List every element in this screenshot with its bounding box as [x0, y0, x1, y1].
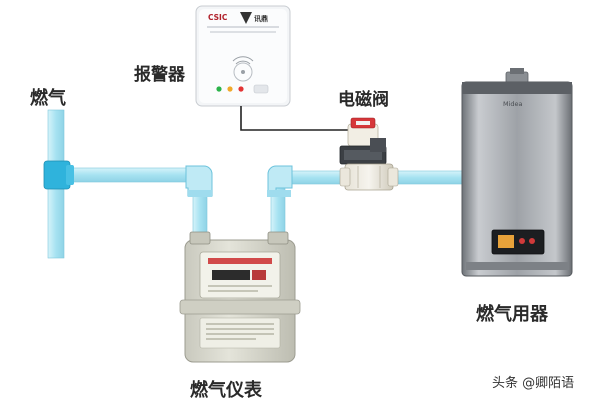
alarm-led-red	[238, 86, 244, 92]
gas-alarm: CSIC 讯鼎	[195, 5, 291, 107]
gas-appliance-heater: Midea	[461, 68, 573, 277]
label-alarm: 报警器	[134, 65, 185, 85]
pipe-network	[47, 109, 467, 259]
label-gas-meter: 燃气仪表	[190, 380, 262, 401]
alarm-sensor-icon	[232, 56, 254, 82]
pipe-to-appliance	[393, 170, 467, 185]
label-gas-supply: 燃气	[30, 88, 66, 109]
appliance-brand: Midea	[503, 100, 523, 108]
alarm-led-green	[216, 86, 222, 92]
alarm-logo-text: 讯鼎	[254, 14, 268, 23]
watermark: 头条 @卿陌语	[492, 376, 575, 391]
label-gas-appliance: 燃气用器	[476, 304, 548, 325]
alarm-led-yellow	[227, 86, 233, 92]
solenoid-valve	[339, 117, 399, 191]
label-solenoid-valve: 电磁阀	[338, 90, 389, 110]
alarm-control-wire	[240, 106, 363, 138]
pipe-fittings	[43, 160, 293, 197]
alarm-brand-mark: CSIC	[208, 13, 228, 22]
gas-meter	[179, 231, 301, 363]
pipe-to-meter	[61, 167, 195, 183]
elbow-meter-outlet	[267, 165, 293, 197]
